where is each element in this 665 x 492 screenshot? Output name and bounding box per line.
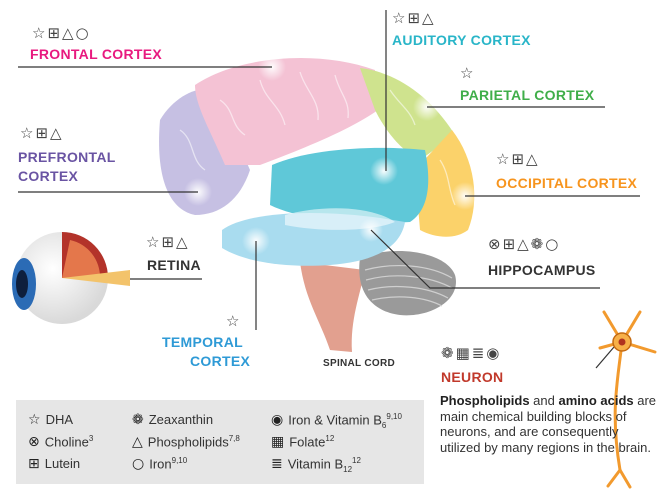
legend-vitamin-b12-label: Vitamin B bbox=[288, 456, 343, 471]
legend-iron-b6-label: Iron & Vitamin B bbox=[288, 412, 382, 427]
prefrontal-cortex-nutrient-icons: ☆⊞△ bbox=[20, 124, 64, 142]
circled-x-icon: ⊗ bbox=[28, 434, 40, 450]
frontal-cortex-label: FRONTAL CORTEX bbox=[30, 46, 162, 62]
legend-iron-label: Iron bbox=[149, 456, 171, 471]
legend-vitamin-b12-sub: 12 bbox=[343, 465, 352, 474]
neuron-description: Phospholipids and amino acids are main c… bbox=[440, 393, 662, 455]
legend-choline-ref: 3 bbox=[89, 434, 93, 443]
parietal-cortex-label: PARIETAL CORTEX bbox=[460, 87, 594, 103]
legend-vitamin-b12: ≣Vitamin B1212 bbox=[271, 456, 361, 474]
legend-choline-label: Choline bbox=[45, 434, 89, 449]
prefrontal-cortex-label-line2: CORTEX bbox=[18, 168, 78, 184]
legend-phospholipids-ref: 7,8 bbox=[229, 434, 240, 443]
legend-dha: ☆ DHA bbox=[28, 412, 73, 428]
occipital-cortex-label: OCCIPITAL CORTEX bbox=[496, 175, 637, 191]
prefrontal-cortex-label-line1: PREFRONTAL bbox=[18, 149, 116, 165]
auditory-cortex-nutrient-icons: ☆⊞△ bbox=[392, 9, 436, 27]
occipital-cortex-nutrient-icons: ☆⊞△ bbox=[496, 150, 540, 168]
legend-dha-label: DHA bbox=[46, 412, 73, 427]
legend-folate-label: Folate bbox=[289, 434, 325, 449]
squared-plus-icon: ⊞ bbox=[28, 456, 40, 472]
legend-phospholipids-label: Phospholipids bbox=[148, 434, 229, 449]
lines-icon: ≣ bbox=[271, 456, 283, 472]
neuron-bold-2: amino acids bbox=[558, 393, 633, 408]
auditory-cortex-label: AUDITORY CORTEX bbox=[392, 32, 531, 48]
neuron-and: and bbox=[530, 393, 559, 408]
spinal-cord-shape bbox=[300, 262, 365, 352]
neuron-bold-1: Phospholipids bbox=[440, 393, 530, 408]
legend-phospholipids: △ Phospholipids7,8 bbox=[132, 434, 240, 450]
legend-vitamin-b12-ref: 12 bbox=[352, 456, 361, 465]
legend-lutein-label: Lutein bbox=[45, 456, 80, 471]
nutrient-legend: ☆ DHA ⊗ Choline3 ⊞ Lutein ❁ Zeaxanthin △ Phos… bbox=[16, 400, 424, 484]
legend-zeaxanthin-label: Zeaxanthin bbox=[149, 412, 213, 427]
temporal-cortex-label-line1: TEMPORAL bbox=[162, 334, 243, 350]
flower-icon: ❁ bbox=[132, 412, 144, 428]
triangle-icon: △ bbox=[132, 434, 143, 450]
temporal-cortex-nutrient-icons: ☆ bbox=[226, 312, 241, 330]
legend-zeaxanthin: ❁ Zeaxanthin bbox=[132, 412, 213, 428]
star-icon: ☆ bbox=[28, 412, 41, 428]
legend-iron-ref: 9,10 bbox=[172, 456, 188, 465]
neuron-nutrient-icons: ❁▦≣◉ bbox=[441, 344, 501, 362]
frontal-cortex-nutrient-icons: ☆⊞△○ bbox=[32, 24, 91, 42]
retina-label: RETINA bbox=[147, 257, 201, 273]
retina-nutrient-icons: ☆⊞△ bbox=[146, 233, 190, 251]
legend-iron-b6-sub: 6 bbox=[382, 421, 386, 430]
neuron-label: NEURON bbox=[441, 369, 503, 385]
hippocampus-nutrient-icons: ⊗⊞△❁○ bbox=[488, 235, 560, 253]
temporal-cortex-label-line2: CORTEX bbox=[190, 353, 250, 369]
eye-illustration bbox=[12, 232, 130, 324]
legend-choline: ⊗ Choline3 bbox=[28, 434, 93, 450]
dotted-circle-icon: ◉ bbox=[271, 412, 283, 428]
legend-iron-b6-ref: 9,10 bbox=[386, 412, 402, 421]
parietal-cortex-nutrient-icons: ☆ bbox=[460, 64, 475, 82]
legend-iron-b6: ◉ Iron & Vitamin B69,10 bbox=[271, 412, 402, 430]
legend-folate-ref: 12 bbox=[325, 434, 334, 443]
legend-folate: ▦ Folate12 bbox=[271, 434, 334, 450]
hippocampus-label: HIPPOCAMPUS bbox=[488, 262, 596, 278]
legend-iron: ○ Iron9,10 bbox=[132, 456, 187, 472]
grid-icon: ▦ bbox=[271, 434, 284, 450]
circle-icon: ○ bbox=[132, 456, 144, 472]
spinal-cord-label: SPINAL CORD bbox=[323, 358, 395, 369]
legend-lutein: ⊞ Lutein bbox=[28, 456, 80, 472]
